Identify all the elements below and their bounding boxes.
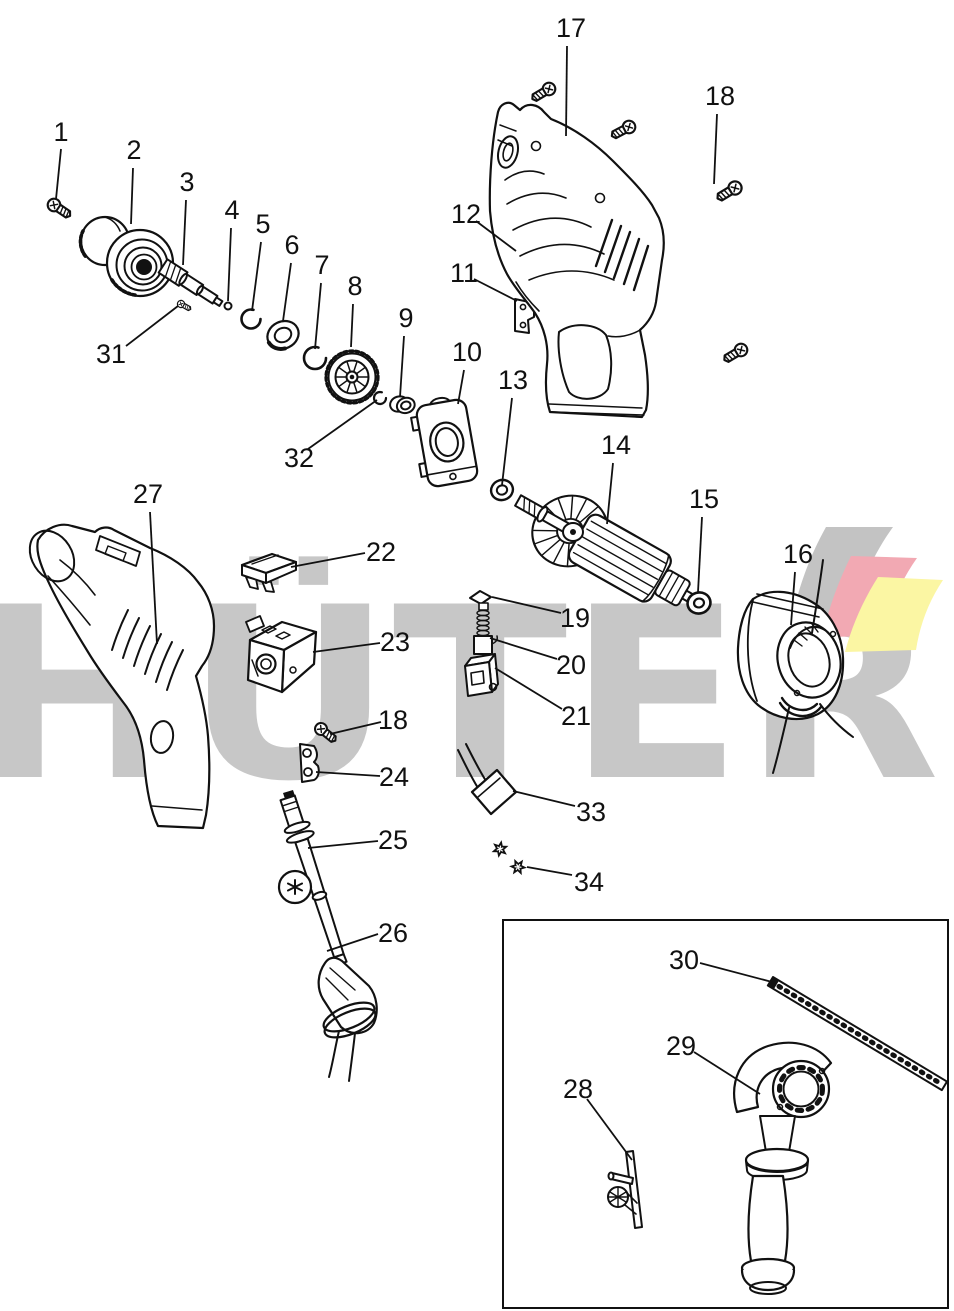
callout-11: 11	[450, 258, 478, 288]
callout-8: 8	[347, 271, 362, 301]
callout-5: 5	[255, 209, 270, 239]
callout-26: 26	[378, 918, 408, 948]
part-24-bracket	[299, 743, 320, 783]
callout-18-top: 18	[705, 81, 735, 111]
part-23-switch	[245, 615, 318, 694]
callout-21: 21	[561, 701, 591, 731]
part-33-capacitor	[457, 743, 518, 816]
part-26-cord	[317, 956, 378, 1082]
part-21-brush-holder	[464, 653, 499, 697]
callout-15: 15	[689, 484, 719, 514]
callout-18-mid: 18	[378, 705, 408, 735]
callout-32: 32	[284, 443, 314, 473]
callout-19: 19	[560, 603, 590, 633]
callout-33: 33	[576, 797, 606, 827]
callout-4: 4	[224, 195, 239, 225]
part-4-ball	[223, 301, 233, 311]
part-20-brush	[473, 602, 498, 655]
part-29-aux-handle	[733, 1041, 833, 1295]
callout-6: 6	[284, 230, 299, 260]
callout-20: 20	[556, 650, 586, 680]
callout-22: 22	[366, 537, 396, 567]
part-16-stator	[736, 559, 854, 774]
part-14-armature-hub	[562, 522, 584, 542]
inset-box	[502, 919, 949, 1309]
callout-10: 10	[452, 337, 482, 367]
callout-17: 17	[556, 13, 586, 43]
leader-lines	[55, 45, 796, 1161]
callout-23: 23	[380, 627, 410, 657]
callout-12: 12	[451, 199, 481, 229]
callout-31: 31	[96, 339, 126, 369]
part-11-plate	[514, 298, 535, 334]
part-9-bushing	[389, 395, 416, 415]
part-17-housing	[488, 101, 665, 419]
part-27-body	[28, 523, 216, 830]
part-22-cover	[240, 552, 298, 593]
callout-30: 30	[669, 945, 699, 975]
part-13-ring	[489, 478, 515, 502]
callout-2: 2	[126, 135, 141, 165]
part-25-cord-guard	[277, 790, 348, 967]
callout-34: 34	[574, 867, 604, 897]
part-10-retainer	[410, 396, 479, 488]
callout-27: 27	[133, 479, 163, 509]
parts-artwork	[28, 79, 949, 1295]
part-5-circlip	[240, 308, 262, 330]
callout-16: 16	[783, 539, 813, 569]
callout-28: 28	[563, 1074, 593, 1104]
callout-25: 25	[378, 825, 408, 855]
callout-3: 3	[179, 167, 194, 197]
callout-1: 1	[53, 117, 68, 147]
callout-29: 29	[666, 1031, 696, 1061]
callout-24: 24	[379, 762, 409, 792]
callout-9: 9	[398, 303, 413, 333]
part-3-spindle	[157, 258, 224, 307]
part-19-terminal	[469, 590, 492, 605]
callout-labels: 1 2 3 4 5 6 7 8 9 10 11 12 13 14 15 16 1…	[53, 13, 813, 1104]
part-15-bearing	[686, 591, 712, 615]
logo-stripe-yellow	[845, 577, 943, 652]
part-32-ring	[372, 390, 388, 406]
callout-14: 14	[601, 430, 631, 460]
callout-13: 13	[498, 365, 528, 395]
callout-7: 7	[314, 250, 329, 280]
part-6-bearing	[266, 319, 300, 351]
part-8-gear	[324, 349, 380, 405]
part-28-chuck-key	[607, 1150, 643, 1229]
